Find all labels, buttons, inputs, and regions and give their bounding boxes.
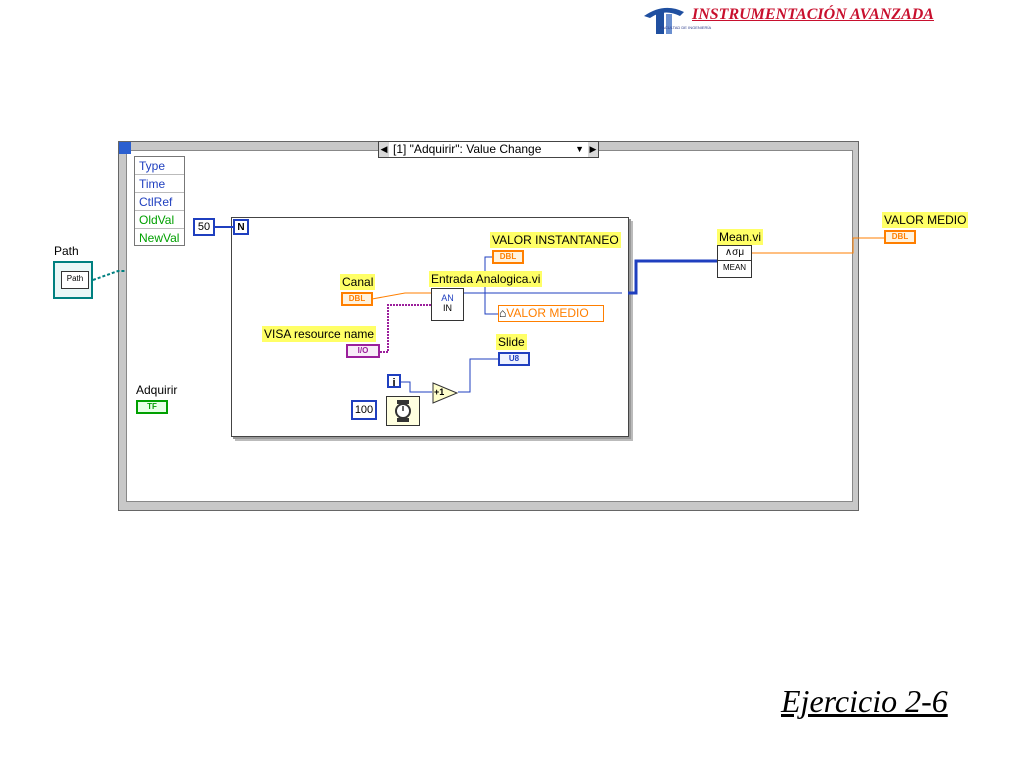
path-label: Path xyxy=(54,244,79,258)
entrada-analogica-label: Entrada Analogica.vi xyxy=(429,271,543,287)
slide-label: Slide xyxy=(496,334,527,350)
valor-medio-label: VALOR MEDIO xyxy=(882,212,969,228)
event-field-time: Time xyxy=(135,175,184,193)
canal-terminal[interactable]: DBL xyxy=(341,292,373,306)
exercise-title: Ejercicio 2-6 xyxy=(781,683,948,719)
adquirir-label: Adquirir xyxy=(136,383,178,397)
increment-function[interactable] xyxy=(432,382,458,404)
watch-icon xyxy=(395,400,411,422)
valor-medio-property-label: VALOR MEDIO xyxy=(506,306,589,320)
faculty-logo xyxy=(644,7,684,34)
loop-count-terminal: N xyxy=(233,219,249,235)
event-field-oldval: OldVal xyxy=(135,211,184,229)
loop-count-constant[interactable]: 50 xyxy=(193,218,215,236)
increment-arrow-icon[interactable]: ▶ xyxy=(588,142,598,157)
logo-subtext: FACULTAD DE INGENIERÍA xyxy=(660,25,712,30)
mean-symbol: ∧σμ xyxy=(724,247,745,258)
wait-constant[interactable]: 100 xyxy=(351,400,377,420)
event-data-node[interactable]: Type Time CtlRef OldVal NewVal xyxy=(134,156,185,246)
event-field-ctlref: CtlRef xyxy=(135,193,184,211)
hourglass-icon xyxy=(119,142,131,154)
slide-terminal[interactable]: U8 xyxy=(498,352,530,366)
adquirir-terminal[interactable]: TF xyxy=(136,400,168,414)
loop-iteration-terminal: i xyxy=(387,374,401,389)
decrement-arrow-icon[interactable]: ◀ xyxy=(379,142,389,157)
valor-instantaneo-label: VALOR INSTANTANEO xyxy=(490,232,621,248)
event-case-label: [1] "Adquirir": Value Change xyxy=(393,142,542,156)
event-field-type: Type xyxy=(135,157,184,175)
event-field-newval: NewVal xyxy=(139,231,180,245)
visa-label: VISA resource name xyxy=(262,326,377,342)
entrada-icon-line1: AN xyxy=(441,293,454,303)
valor-medio-property-node[interactable]: ⌂VALOR MEDIO xyxy=(498,305,604,322)
valor-instantaneo-terminal[interactable]: DBL xyxy=(492,250,524,264)
house-icon: ⌂ xyxy=(499,306,507,320)
event-case-selector[interactable]: ◀ [1] "Adquirir": Value Change ▼ ▶ xyxy=(378,141,599,158)
canal-label: Canal xyxy=(340,274,376,290)
course-title: INSTRUMENTACIÓN AVANZADA xyxy=(692,6,934,23)
mean-label: Mean.vi xyxy=(717,229,764,245)
path-control-text: Path xyxy=(61,271,89,289)
dropdown-arrow-icon[interactable]: ▼ xyxy=(575,144,584,154)
mean-icon-text: MEAN xyxy=(718,260,751,275)
increment-label: +1 xyxy=(434,387,445,397)
path-control[interactable]: Path xyxy=(53,261,93,299)
valor-medio-terminal[interactable]: DBL xyxy=(884,230,916,244)
mean-subvi[interactable]: ∧σμ MEAN xyxy=(717,245,752,278)
visa-terminal[interactable]: I/O xyxy=(346,344,380,358)
entrada-analogica-subvi[interactable]: AN IN xyxy=(431,288,464,321)
entrada-icon-line2: IN xyxy=(443,303,452,313)
wait-function[interactable] xyxy=(386,396,420,426)
